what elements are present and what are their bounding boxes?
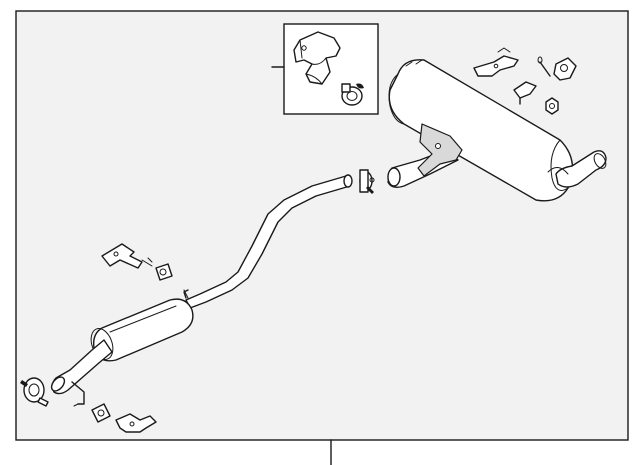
inset-detail-box [271,23,379,115]
rubber-hanger-front [155,263,173,281]
hanger-rod-front [71,381,85,407]
resonator [90,298,194,362]
hanger-bracket-front [101,243,153,269]
rubber-hanger-upper [553,57,577,81]
hanger-bracket-rear-upper [473,47,519,77]
hanger-rod-rear [537,56,551,77]
band-clamp-inset [341,83,364,106]
rear-muffler [388,59,607,202]
band-clamp-middle [359,169,375,194]
rear-muffler-bracket [417,123,463,177]
band-clamp-front [20,377,49,407]
rubber-hanger-rear [91,403,111,423]
inlet-pipe-assembly-detail [293,31,341,85]
hanger-bracket-rear-lower [115,413,157,433]
resonator-inlet-pipe [50,339,113,395]
hanger-bracket-rear-mid [513,81,537,105]
nut [545,97,559,115]
